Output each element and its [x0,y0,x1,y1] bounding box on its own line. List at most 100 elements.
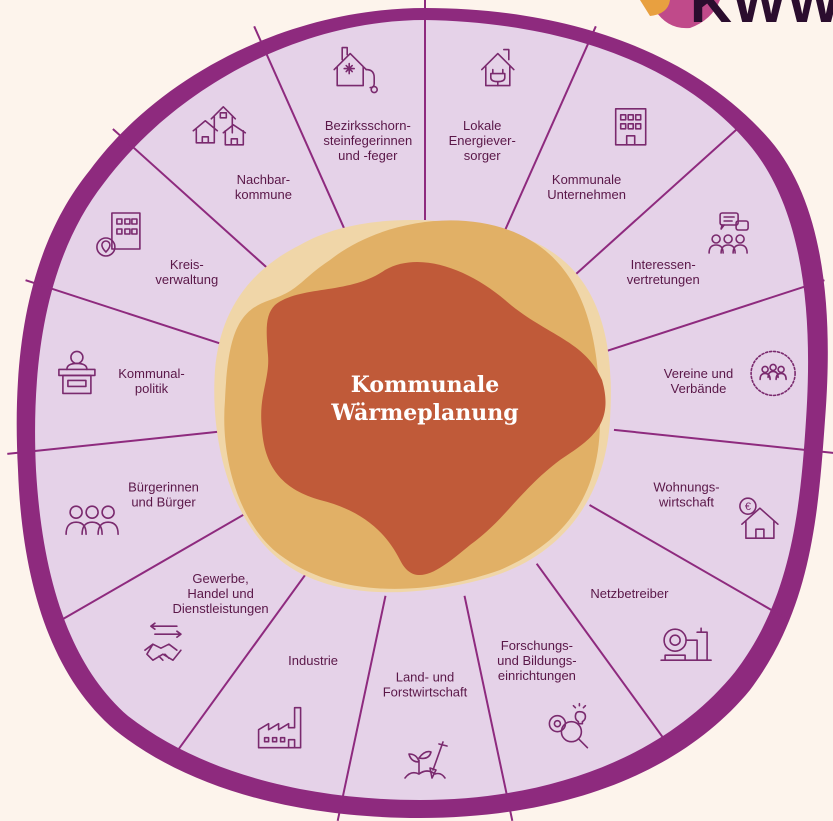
segment-label-line: und -feger [338,148,398,163]
segment-industrie: Industrie [257,653,338,749]
segment-label: Kommunal-politik [118,366,184,396]
segment-divider [605,279,825,353]
segment-label-line: vertretungen [627,272,700,287]
segment-divider [177,563,315,751]
segment-label-line: Verbände [671,381,727,396]
segment-label-line: Kommunal- [118,366,184,381]
segment-label-line: kommune [235,187,292,202]
center-title-line2: Wärmeplanung [330,400,518,426]
building-location-icon [96,212,141,257]
segment-label-line: Kommunale [552,172,621,187]
house-euro-icon: € [739,497,779,540]
segment-divider [463,595,514,821]
houses-icon [192,106,247,146]
segment-divider [7,428,237,455]
office-building-icon [614,108,647,146]
segment-label-line: Forschungs- [501,638,573,653]
segment-netzbetreiber: Netzbetreiber [590,586,712,662]
segment-label-line: politik [135,381,169,396]
segment-dividers [7,0,833,821]
segment-label-line: und Bürger [131,495,196,510]
segment-divider [501,25,597,237]
segment-label-line: Interessen- [631,257,696,272]
segment-interessenvertretungen: Interessen-vertretungen [627,212,749,287]
segment-label-line: Energiever- [449,133,516,148]
segment-label: Forschungs-und Bildungs-einrichtungen [497,638,577,683]
center-title-line1: Kommunale [351,372,499,398]
segment-label-line: Bürgerinnen [128,480,199,495]
segment-label-line: Land- und [396,670,455,685]
house-plug-icon [480,48,515,87]
segment-wohnungswirtschaft: € Wohnungs-wirtschaft [653,480,779,540]
segment-label-line: Wohnungs- [653,480,719,495]
segment-divider [253,25,349,237]
segment-label-line: Lokale [463,118,501,133]
segment-label-line: Dienstleistungen [173,601,269,616]
segment-label-line: Vereine und [664,366,733,381]
speaker-podium-icon [58,350,96,395]
logo-text: KWW [690,0,833,35]
segment-divider [60,504,261,621]
segment-label-line: Netzbetreiber [590,586,669,601]
segment-label-line: steinfegerinnen [323,133,412,148]
segment-label-line: Industrie [288,653,338,668]
segment-label-line: wirtschaft [658,495,714,510]
segment-nachbarkommune: Nachbar-kommune [192,106,292,202]
segment-label-line: einrichtungen [498,668,576,683]
segment-label-line: Kreis- [170,257,204,272]
segment-divider [589,504,790,621]
boiler-pipes-icon [660,627,712,662]
segment-label-line: Gewerbe, [192,571,248,586]
segment-label: Industrie [288,653,338,668]
segment-label-line: Unternehmen [547,187,626,202]
segment-label: Wohnungs-wirtschaft [653,480,719,510]
plant-shovel-icon [404,741,448,779]
segment-label: Interessen-vertretungen [627,257,700,287]
segment-divider [25,279,245,353]
segment-label: Kreis-verwaltung [155,257,218,287]
segment-divider [613,428,833,454]
handshake-arrows-icon [144,622,182,662]
segment-kreisverwaltung: Kreis-verwaltung [96,212,218,287]
segment-label: Netzbetreiber [590,586,669,601]
gears-magnifier-icon [548,702,589,749]
segment-label-line: Nachbar- [237,172,290,187]
segment-label-line: und Bildungs- [497,653,577,668]
segment-kommunalpolitik: Kommunal-politik [58,350,185,396]
house-chimney-brush-icon [333,46,379,94]
segment-label-line: Handel und [187,586,254,601]
segment-label-line: Bezirksschorn- [325,118,411,133]
center-blob: Kommunale Wärmeplanung [214,220,611,593]
blob-core [261,261,606,576]
logo: KWW [640,0,833,35]
segment-divider [565,128,738,284]
factory-icon [257,706,302,749]
segment-label-line: sorger [464,148,502,163]
segment-label: Nachbar-kommune [235,172,292,202]
svg-text:€: € [745,501,751,513]
group-circle-icon [750,350,796,397]
segment-divider [112,128,285,284]
segment-divider [336,595,387,821]
segment-label-line: verwaltung [155,272,218,287]
segment-forschungs-und-bildungseinrichtungen: Forschungs-und Bildungs-einrichtungen [497,638,589,749]
people-group-icon [65,505,119,536]
segment-divider [535,563,673,751]
segment-label-line: Forstwirtschaft [383,685,468,700]
